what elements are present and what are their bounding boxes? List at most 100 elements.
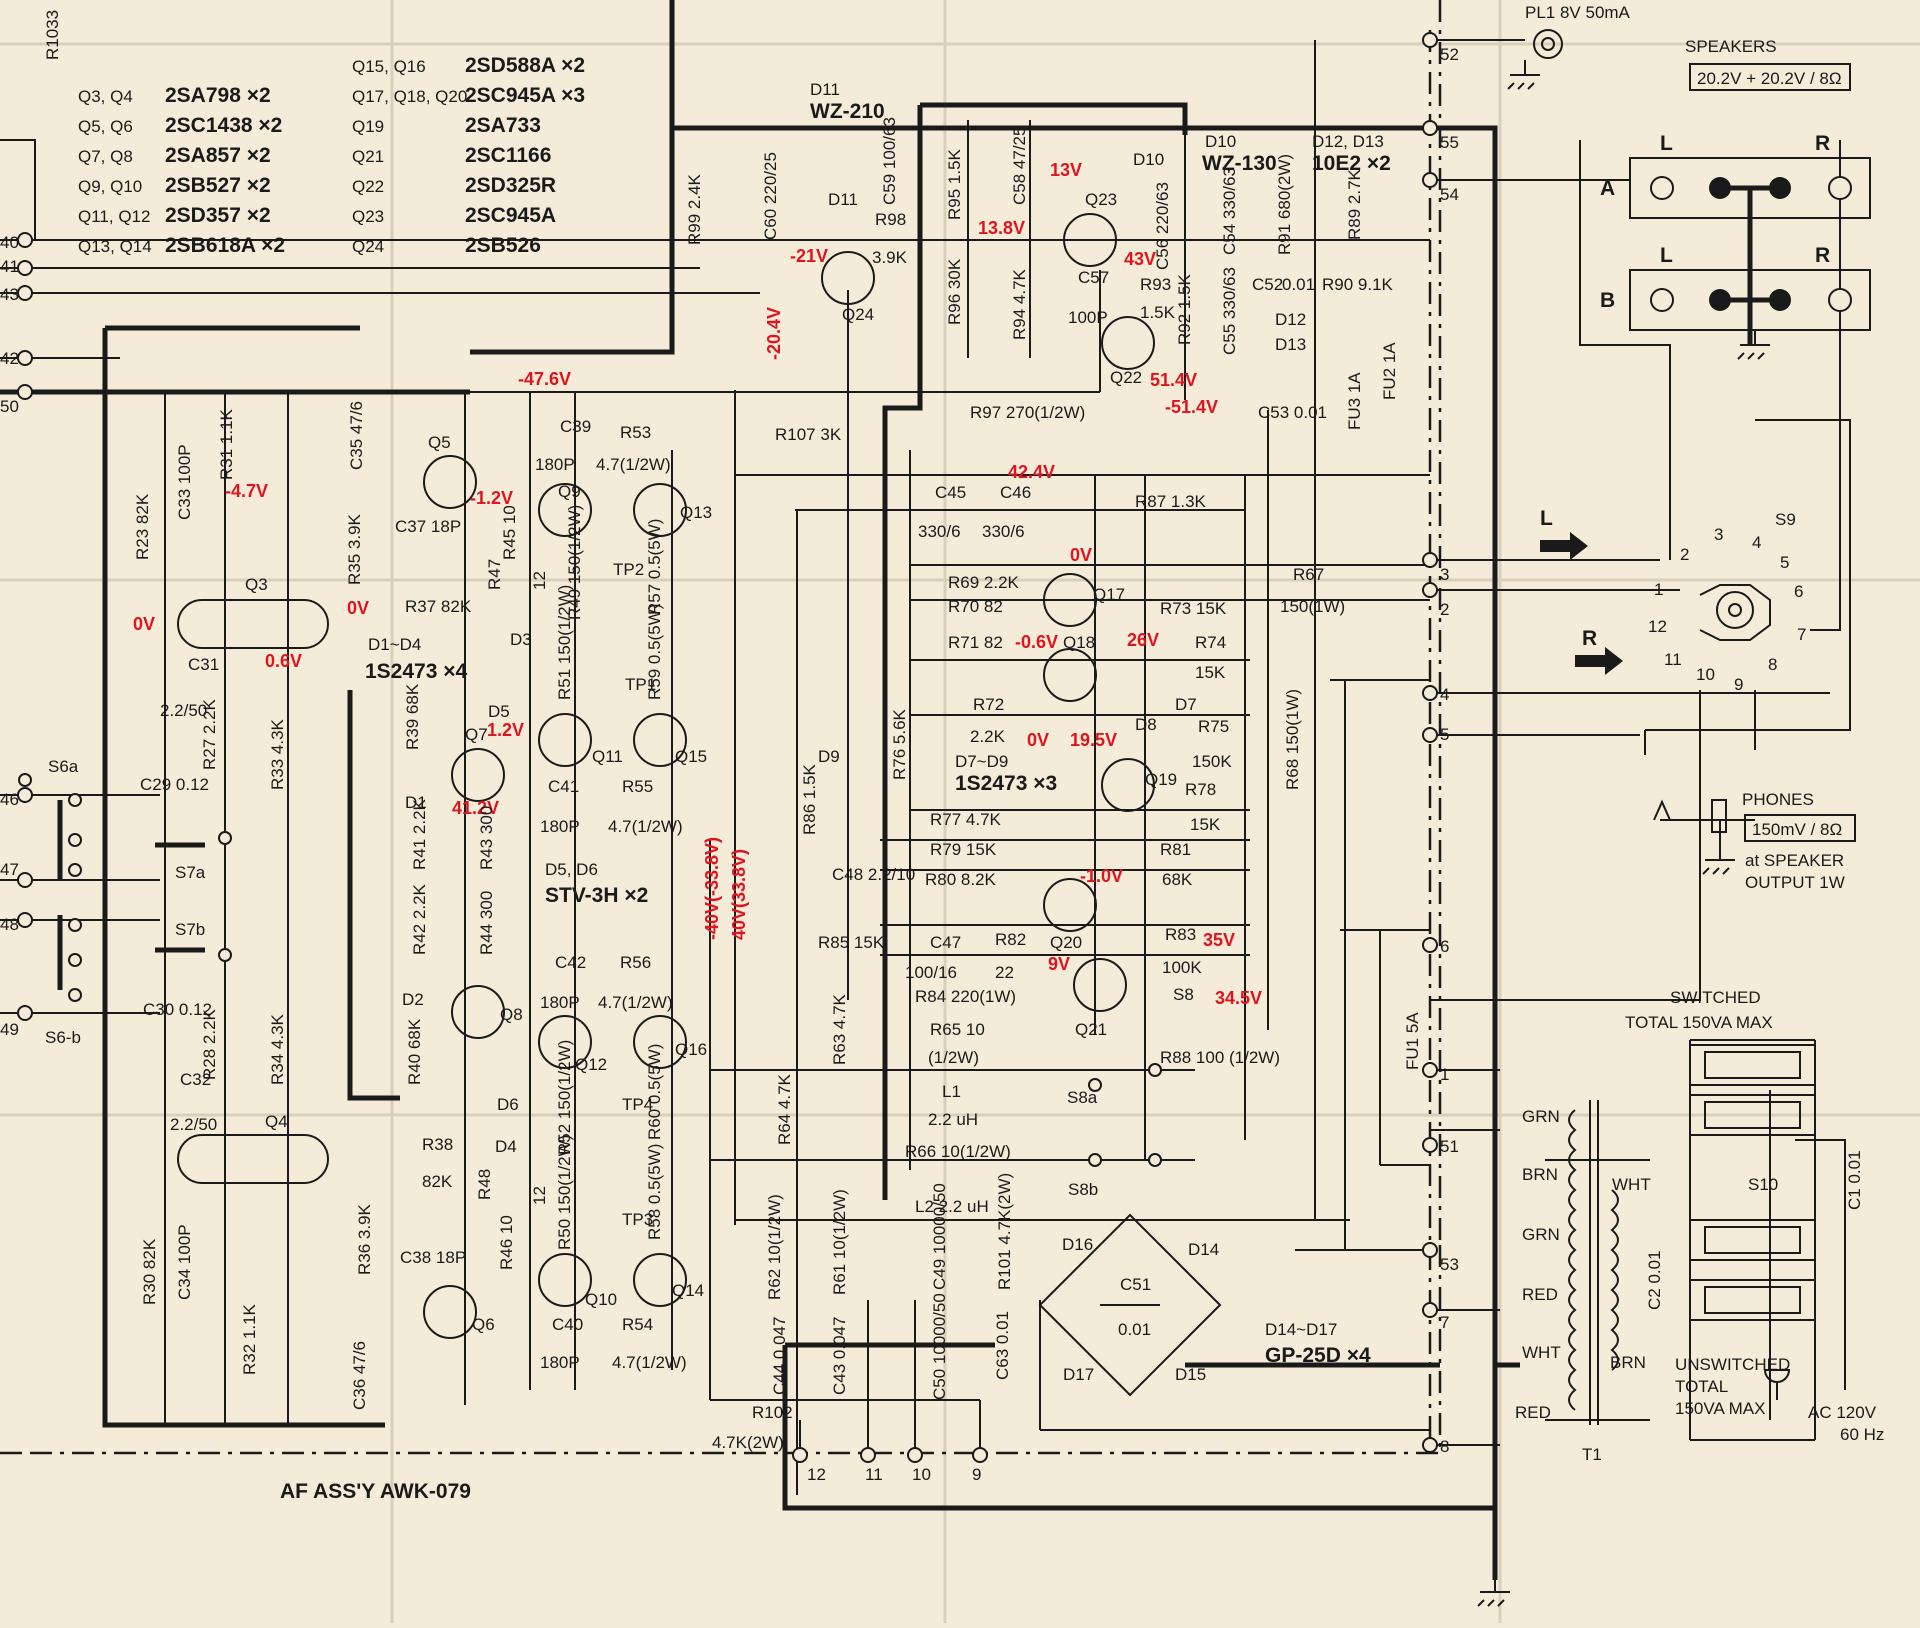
component-label: R54 bbox=[622, 1315, 653, 1334]
tt-ref: Q21 bbox=[352, 147, 384, 166]
transformer-t1 bbox=[1568, 1100, 1619, 1425]
component-label: R83 bbox=[1165, 925, 1196, 944]
component-label: Q13 bbox=[680, 503, 712, 522]
diode-ref: D1~D4 bbox=[368, 635, 421, 654]
q24-symbol bbox=[821, 251, 875, 305]
component-label: C32 bbox=[180, 1070, 211, 1089]
component-label: R91 680(2W) bbox=[1275, 154, 1294, 255]
voltage-label: 19.5V bbox=[1070, 730, 1117, 750]
sel-pos: 5 bbox=[1780, 553, 1789, 572]
q23-symbol bbox=[1063, 213, 1117, 267]
component-label: R88 100 (1/2W) bbox=[1160, 1048, 1280, 1067]
component-label: D16 bbox=[1062, 1235, 1093, 1254]
transistor-table: Q3, Q4 2SA798 ×2 Q5, Q6 2SC1438 ×2 Q7, Q… bbox=[78, 54, 585, 257]
voltage-label: -21V bbox=[790, 246, 828, 266]
component-label: R84 220(1W) bbox=[915, 987, 1016, 1006]
component-label: R102 bbox=[752, 1403, 793, 1422]
component-label: D1 bbox=[405, 793, 427, 812]
component-label: C48 2.2/10 bbox=[832, 865, 915, 884]
diode-part: 1S2473 ×4 bbox=[365, 660, 468, 683]
terminal-number: 48 bbox=[0, 915, 19, 934]
speaker-right-a: R bbox=[1815, 132, 1830, 155]
q10-symbol bbox=[538, 1253, 592, 1307]
component-label: R93 bbox=[1140, 275, 1171, 294]
terminal-number: 51 bbox=[1440, 1137, 1459, 1156]
component-label: R64 4.7K bbox=[775, 1073, 794, 1145]
component-label: R67 bbox=[1293, 565, 1324, 584]
component-label: 330/6 bbox=[918, 522, 961, 541]
component-label: R98 bbox=[875, 210, 906, 229]
component-label: Q5 bbox=[428, 433, 451, 452]
terminal-number: 11 bbox=[865, 1465, 883, 1484]
q12-symbol bbox=[538, 1015, 592, 1069]
component-label: R65 10 bbox=[930, 1020, 985, 1039]
terminal-dots bbox=[17, 32, 1438, 1463]
tt-ref: Q19 bbox=[352, 117, 384, 136]
arrow-l-icon bbox=[1540, 532, 1588, 560]
pilot-lamp-label: PL1 8V 50mA bbox=[1525, 3, 1631, 22]
q5-symbol bbox=[423, 455, 477, 509]
tt-ref: Q23 bbox=[352, 207, 384, 226]
tt-ref: Q22 bbox=[352, 177, 384, 196]
component-label: D2 bbox=[402, 990, 424, 1009]
component-label: Q10 bbox=[585, 1290, 617, 1309]
component-label: 12 bbox=[530, 1186, 549, 1205]
tt-ref: Q17, Q18, Q20 bbox=[352, 87, 467, 106]
component-label: R63 4.7K bbox=[830, 993, 849, 1065]
component-label: R95 1.5K bbox=[945, 148, 964, 220]
component-label: C51 bbox=[1120, 1275, 1151, 1294]
component-label: Q4 bbox=[265, 1112, 288, 1131]
component-label: 4.7K(2W) bbox=[712, 1433, 784, 1452]
component-label: C58 47/25 bbox=[1010, 127, 1029, 205]
board-label: AF ASS'Y AWK-079 bbox=[280, 1480, 471, 1503]
component-label: R76 5.6K bbox=[890, 708, 909, 780]
tt-part: 2SA857 ×2 bbox=[165, 144, 271, 167]
component-label: 180P bbox=[540, 993, 580, 1012]
component-label: D13 bbox=[1275, 335, 1306, 354]
component-label: C29 0.12 bbox=[140, 775, 209, 794]
component-label: C41 bbox=[548, 777, 579, 796]
sel-pos: 12 bbox=[1648, 617, 1667, 636]
unswitched-sub2: 150VA MAX bbox=[1675, 1399, 1765, 1418]
diode-ref: D7~D9 bbox=[955, 752, 1008, 771]
component-label: R27 2.2K bbox=[200, 698, 219, 770]
component-label: Q16 bbox=[675, 1040, 707, 1059]
q17-symbol bbox=[1043, 573, 1097, 627]
component-label: C60 220/25 bbox=[761, 152, 780, 240]
component-label: TP3 bbox=[622, 1210, 653, 1229]
component-label: R46 10 bbox=[497, 1215, 516, 1270]
component-label: 1.5K bbox=[1140, 303, 1176, 322]
unswitched-title: UNSWITCHED bbox=[1675, 1355, 1790, 1374]
tt-ref: Q24 bbox=[352, 237, 384, 256]
q7-symbol bbox=[451, 748, 505, 802]
component-label: S8 bbox=[1173, 985, 1194, 1004]
voltage-label: -1.2V bbox=[470, 488, 513, 508]
component-label: R80 8.2K bbox=[925, 870, 997, 889]
voltage-label: 0V bbox=[1027, 730, 1049, 750]
diode-ref: D10 bbox=[1205, 132, 1236, 151]
sel-pos: 2 bbox=[1680, 545, 1689, 564]
component-label: R30 82K bbox=[140, 1238, 159, 1305]
component-label: R38 bbox=[422, 1135, 453, 1154]
component-label: TP2 bbox=[613, 560, 644, 579]
phones-title: PHONES bbox=[1742, 790, 1814, 809]
q14-symbol bbox=[633, 1253, 687, 1307]
phones-note1: at SPEAKER bbox=[1745, 851, 1844, 870]
top-right-labels: PL1 8V 50mA SPEAKERS 20.2V + 20.2V / 8Ω … bbox=[1525, 3, 1842, 650]
component-label: C42 bbox=[555, 953, 586, 972]
component-label: R31 1.1K bbox=[217, 408, 236, 480]
component-label: Q6 bbox=[472, 1315, 495, 1334]
component-label: 100/16 bbox=[905, 963, 957, 982]
component-label: R57 0.5(5W) bbox=[645, 519, 664, 615]
q21-symbol bbox=[1073, 958, 1127, 1012]
component-label: R81 bbox=[1160, 840, 1191, 859]
component-label: R74 bbox=[1195, 633, 1226, 652]
component-label: 180P bbox=[540, 817, 580, 836]
component-label: R55 bbox=[622, 777, 653, 796]
terminal-number: 5 bbox=[1440, 725, 1449, 744]
tt-part: 2SC1166 bbox=[465, 144, 551, 167]
component-label: C33 100P bbox=[175, 444, 194, 520]
component-label: R32 1.1K bbox=[240, 1303, 259, 1375]
terminal-number: 42 bbox=[0, 349, 19, 368]
component-label: R44 300 bbox=[477, 891, 496, 955]
